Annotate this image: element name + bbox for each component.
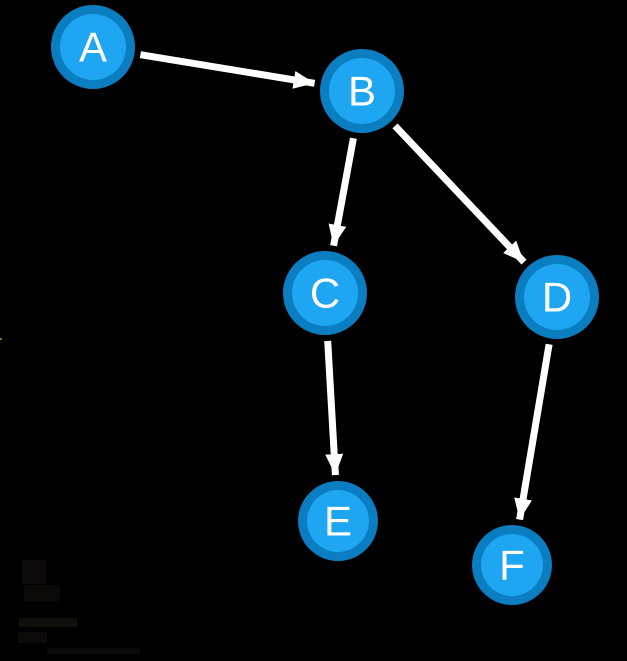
edge-line (514, 343, 553, 521)
edge-line (328, 137, 357, 247)
node-D[interactable]: D (515, 255, 599, 339)
node-C[interactable]: C (283, 251, 367, 335)
node-inner-circle (292, 260, 358, 326)
edge-line (324, 340, 344, 476)
node-label-A: A (79, 24, 107, 71)
node-inner-circle (524, 264, 590, 330)
edge-B-D (392, 123, 527, 265)
node-E[interactable]: E (298, 481, 378, 561)
edge-line (139, 51, 316, 89)
node-A[interactable]: A (51, 5, 135, 89)
node-label-B: B (348, 68, 376, 115)
edge-B-C (328, 137, 357, 247)
node-label-D: D (542, 274, 572, 321)
edge-A-B (139, 51, 316, 89)
node-inner-circle (60, 14, 126, 80)
edge-line (392, 123, 527, 265)
node-label-C: C (310, 270, 340, 317)
edge-C-E (324, 340, 344, 476)
node-inner-circle (307, 490, 369, 552)
node-B[interactable]: B (320, 49, 404, 133)
node-inner-circle (329, 58, 395, 124)
node-label-F: F (499, 542, 525, 589)
edge-D-F (514, 343, 553, 521)
node-inner-circle (481, 534, 543, 596)
node-label-E: E (324, 498, 352, 545)
node-F[interactable]: F (472, 525, 552, 605)
